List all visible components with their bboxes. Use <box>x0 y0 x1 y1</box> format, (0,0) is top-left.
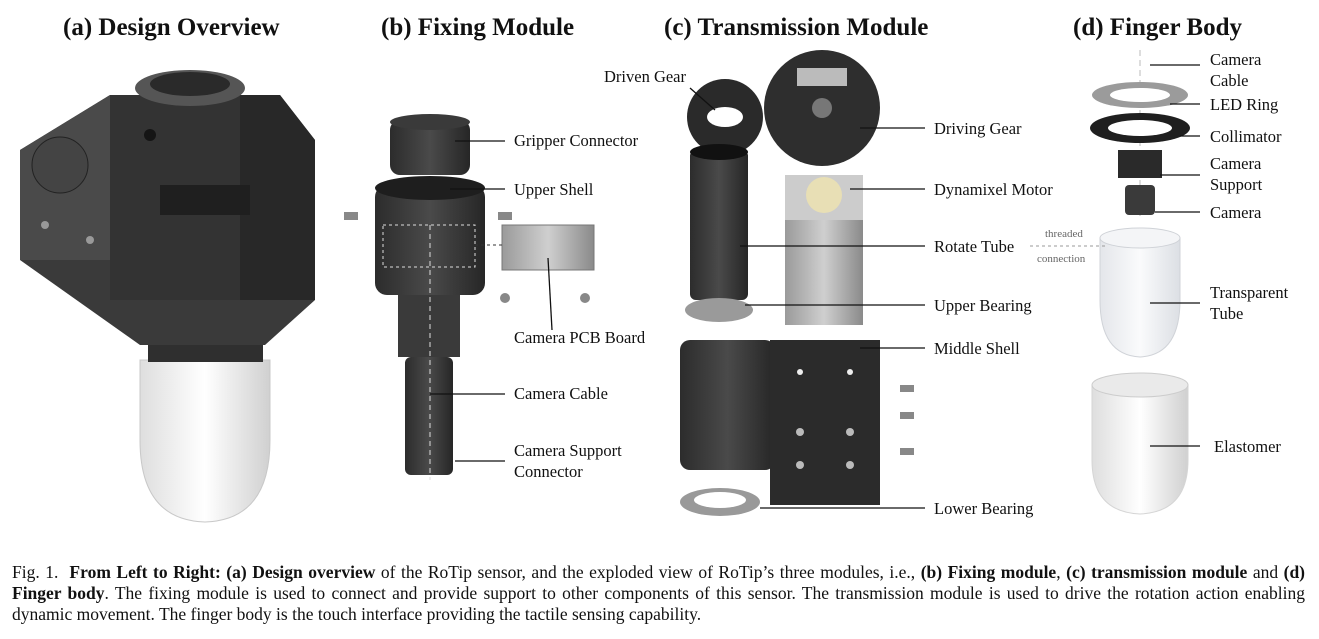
panel-d-title: (d) Finger Body <box>1073 14 1242 41</box>
label-rotate-tube: Rotate Tube <box>934 237 1015 256</box>
label-camera-support-line1: Camera <box>1210 154 1262 173</box>
leader-lines <box>430 64 1200 509</box>
label-camera: Camera <box>1210 203 1262 222</box>
label-driven-gear: Driven Gear <box>604 67 687 86</box>
transmission-module-exploded <box>680 50 914 516</box>
finger-body-exploded <box>1030 50 1190 515</box>
caption-bold-1: From Left to Right: (a) Design overview <box>69 562 376 582</box>
panel-c-title: (c) Transmission Module <box>664 14 929 41</box>
label-transparent-tube-line1: Transparent <box>1210 283 1289 302</box>
figure-illustrations <box>20 50 1200 523</box>
label-camera-cable-line2: Cable <box>1210 71 1249 90</box>
label-elastomer: Elastomer <box>1214 437 1281 456</box>
caption-bold-2: (b) Fixing module <box>920 562 1057 582</box>
label-led-ring: LED Ring <box>1210 95 1279 114</box>
label-threaded-line2: connection <box>1037 253 1086 265</box>
label-camera-support-connector-line1: Camera Support <box>514 441 622 460</box>
label-camera-pcb-board: Camera PCB Board <box>514 328 646 347</box>
label-camera-support-line2: Support <box>1210 175 1263 194</box>
label-camera-cable: Camera Cable <box>514 384 608 403</box>
caption-text-4: . The fixing module is used to connect a… <box>12 583 1305 624</box>
caption-text-1: of the RoTip sensor, and the exploded vi… <box>375 562 921 582</box>
label-upper-shell: Upper Shell <box>514 180 594 199</box>
label-lower-bearing: Lower Bearing <box>934 499 1034 518</box>
caption-bold-4: (d) Finger body <box>12 562 1306 603</box>
label-camera-cable-line1: Camera <box>1210 50 1262 69</box>
caption-bold-3: (c) transmission module <box>1066 562 1248 582</box>
caption-text-3: and <box>1247 562 1284 582</box>
panel-b-title: (b) Fixing Module <box>381 14 575 41</box>
label-dynamixel-motor: Dynamixel Motor <box>934 180 1053 199</box>
label-camera-support-connector-line2: Connector <box>514 462 583 481</box>
label-upper-bearing: Upper Bearing <box>934 296 1032 315</box>
caption-text-2: , <box>1056 562 1067 582</box>
caption-fig-number: Fig. 1. <box>12 562 59 582</box>
label-middle-shell: Middle Shell <box>934 339 1020 358</box>
design-overview-assembly <box>20 70 315 523</box>
fixing-module-exploded <box>344 114 595 480</box>
panel-a-title: (a) Design Overview <box>63 14 280 41</box>
label-threaded-line1: threaded <box>1045 228 1083 240</box>
label-collimator: Collimator <box>1210 127 1282 146</box>
label-driving-gear: Driving Gear <box>934 119 1022 138</box>
label-gripper-connector: Gripper Connector <box>514 131 639 150</box>
label-transparent-tube-line2: Tube <box>1210 304 1244 323</box>
figure-caption: Fig. 1. From Left to Right: (a) Design o… <box>12 562 1305 625</box>
